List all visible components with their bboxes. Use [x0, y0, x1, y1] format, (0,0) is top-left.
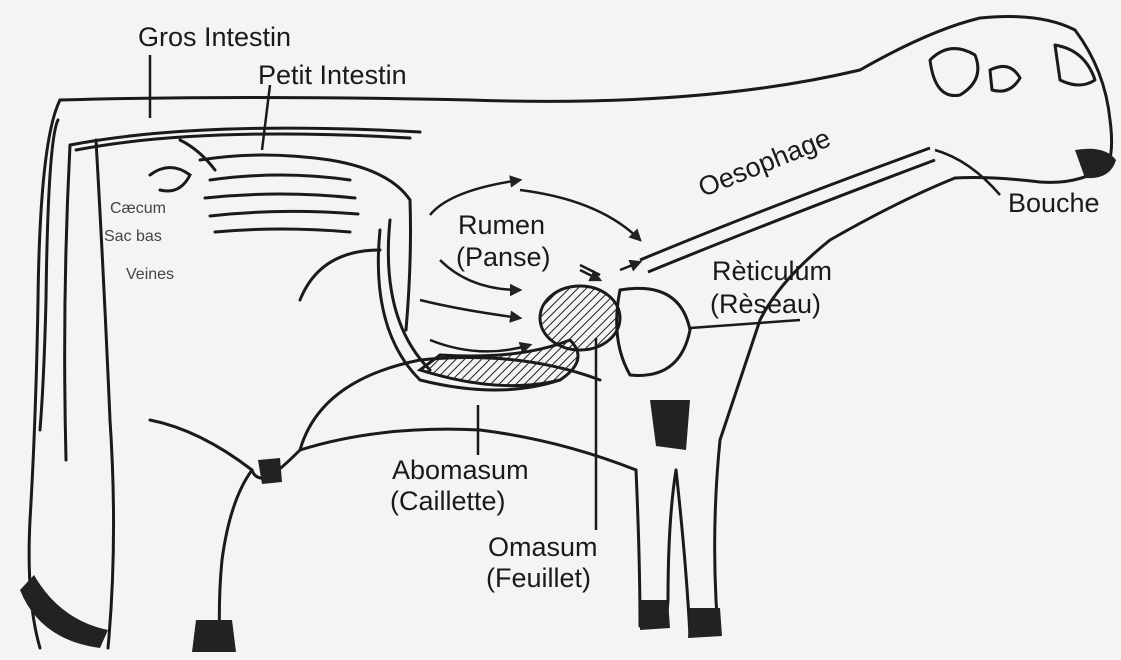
- stomach-chambers: [420, 286, 690, 386]
- label-abomasum: Abomasum: [392, 455, 529, 485]
- label-reseau: (Rèseau): [710, 289, 821, 319]
- omasum-chamber: [540, 286, 620, 350]
- label-panse: (Panse): [456, 242, 551, 272]
- label-reticulum: Rèticulum: [712, 256, 832, 286]
- label-caecum-line-2: Sac bas: [104, 228, 162, 246]
- label-rumen: Rumen: [458, 210, 545, 240]
- intestines: [65, 128, 560, 460]
- label-feuillet: (Feuillet): [486, 563, 591, 593]
- label-caecum-line-3: Veines: [126, 266, 174, 284]
- reticulum-chamber: [617, 288, 690, 375]
- label-caecum-line-1: Cæcum: [110, 200, 166, 218]
- abomasum-chamber: [420, 340, 578, 386]
- label-gros-intestin: Gros Intestin: [138, 22, 291, 52]
- label-petit-intestin: Petit Intestin: [258, 60, 407, 90]
- label-omasum: Omasum: [488, 532, 598, 562]
- label-caillette: (Caillette): [390, 486, 506, 516]
- label-bouche: Bouche: [1008, 188, 1100, 218]
